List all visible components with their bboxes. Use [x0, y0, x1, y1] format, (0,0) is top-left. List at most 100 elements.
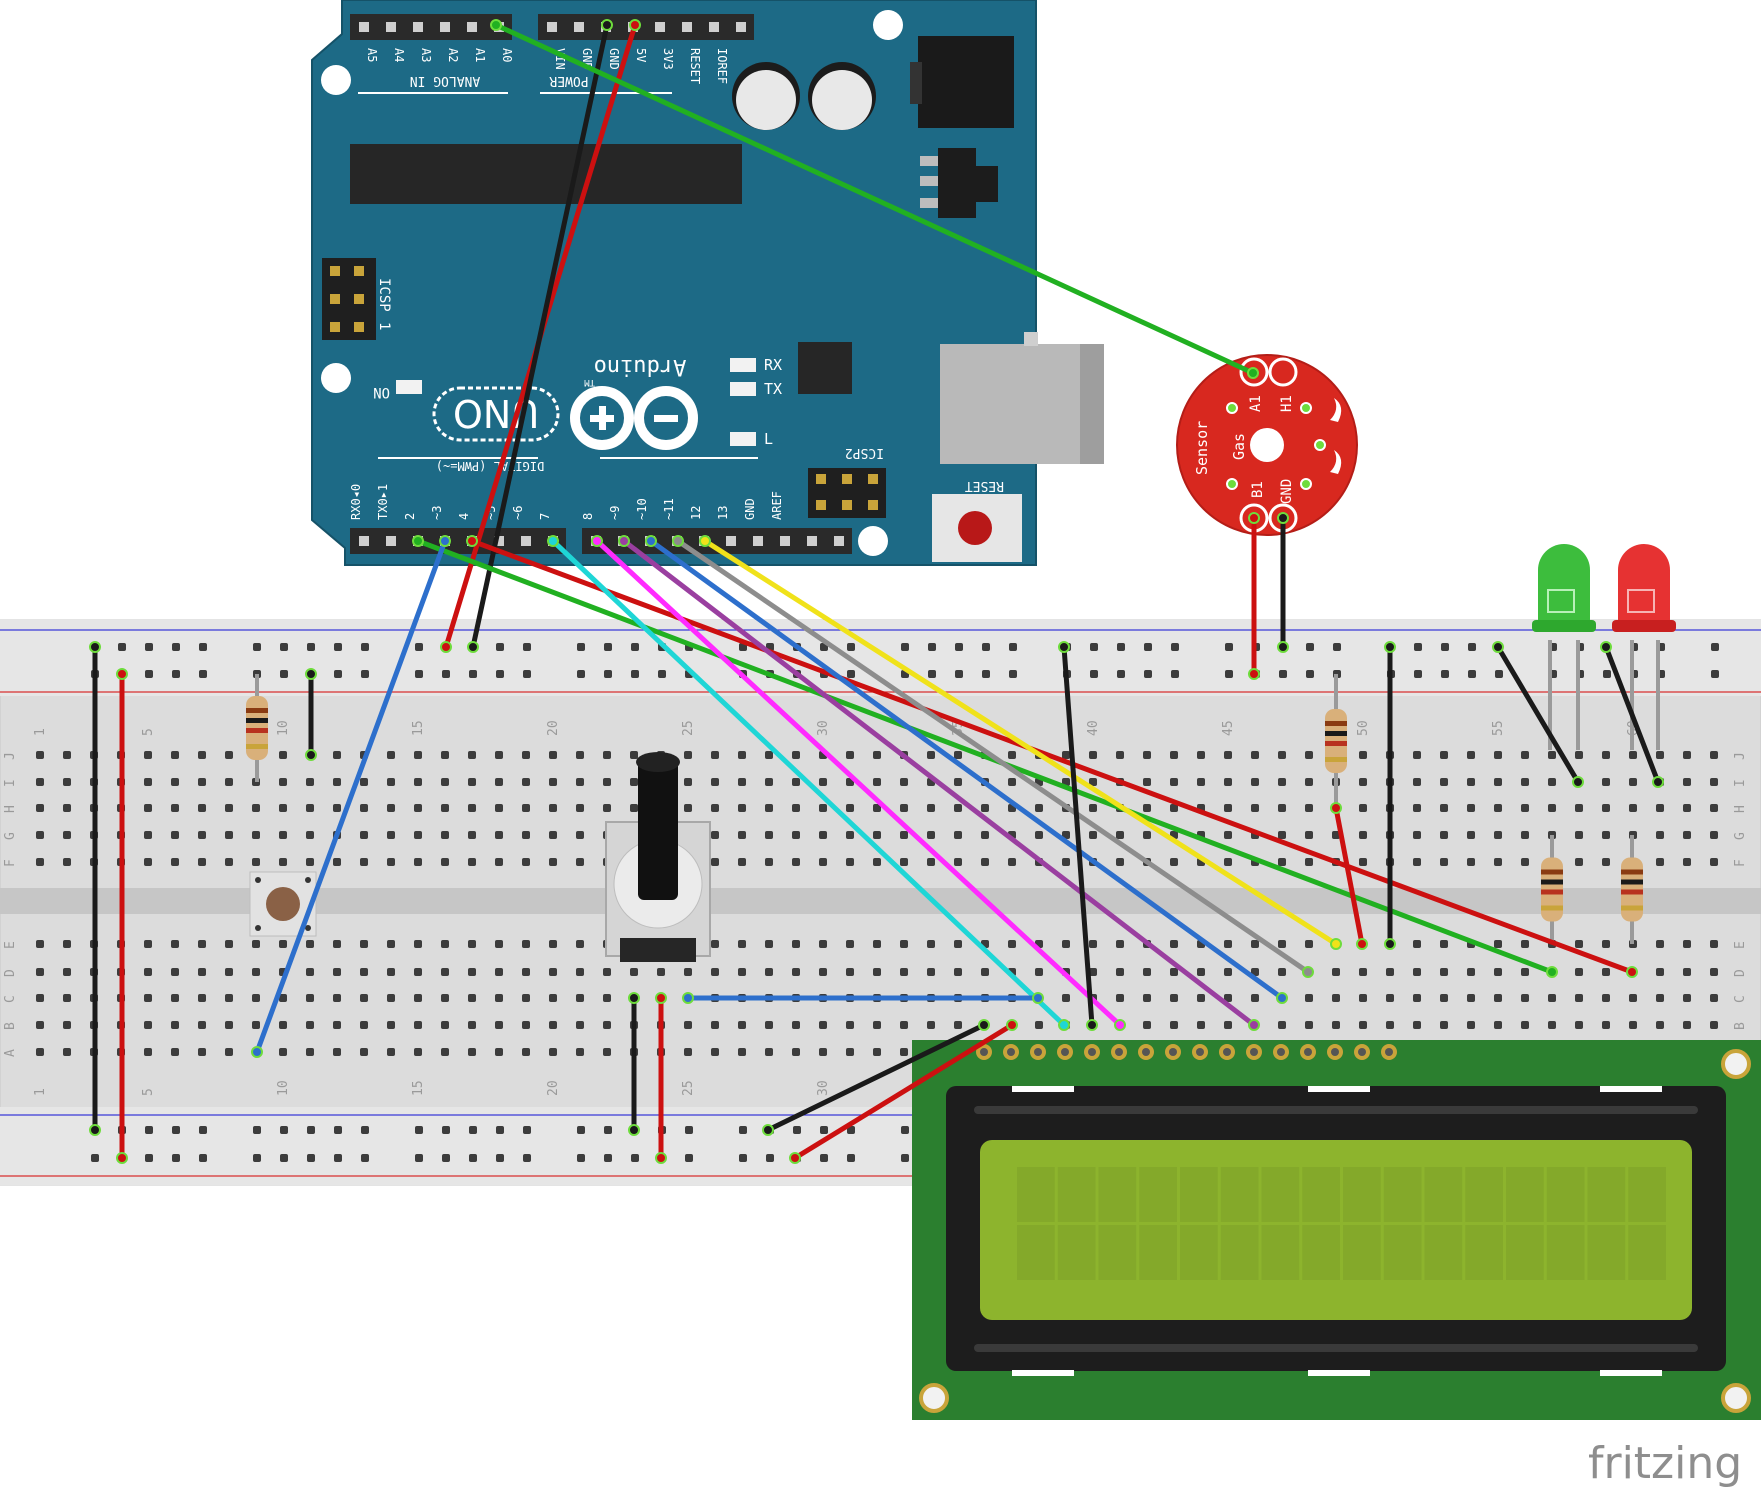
- power-pin-label: RESET: [688, 48, 702, 84]
- breadboard-hole: [468, 751, 476, 759]
- breadboard-hole: [549, 940, 557, 948]
- power-rail-hole: [982, 670, 990, 678]
- breadboard-hole: [144, 1021, 152, 1029]
- breadboard-hole: [684, 1048, 692, 1056]
- breadboard-hole: [549, 994, 557, 1002]
- row-letter: E: [1733, 941, 1748, 949]
- power-rail-hole: [901, 643, 909, 651]
- power-rail-hole: [469, 1126, 477, 1134]
- power-rail-hole: [820, 1126, 828, 1134]
- wire-endpoint: [305, 749, 317, 761]
- row-letter: J: [3, 752, 18, 760]
- breadboard-hole: [954, 831, 962, 839]
- breadboard-hole: [1575, 858, 1583, 866]
- power-pin-label: IOREF: [715, 48, 729, 84]
- breadboard-hole: [468, 831, 476, 839]
- header-pin: [359, 22, 369, 32]
- breadboard-hole: [63, 858, 71, 866]
- breadboard-hole: [846, 1048, 854, 1056]
- power-rail-hole: [847, 643, 855, 651]
- sensor-gas-label: Gas: [1230, 433, 1248, 460]
- wire-endpoint: [1247, 367, 1259, 379]
- breadboard-hole: [144, 994, 152, 1002]
- wire-endpoint: [1248, 512, 1260, 524]
- wire-a0-green: [493, 22, 1256, 376]
- breadboard-hole: [927, 968, 935, 976]
- breadboard-hole: [144, 1048, 152, 1056]
- lcd-character-cell: [1465, 1167, 1503, 1222]
- digital-pin-label: 12: [689, 506, 703, 520]
- breadboard-hole: [1224, 858, 1232, 866]
- wire-endpoint: [1546, 966, 1558, 978]
- breadboard-hole: [495, 1048, 503, 1056]
- power-pin-label: 3V3: [661, 48, 675, 70]
- power-rail-hole: [253, 1154, 261, 1162]
- breadboard-hole: [792, 1021, 800, 1029]
- wire-endpoint: [1058, 641, 1070, 653]
- wire-endpoint: [672, 535, 684, 547]
- breadboard-hole: [414, 831, 422, 839]
- column-number-top: 50: [1356, 720, 1371, 736]
- breadboard-hole: [765, 778, 773, 786]
- breadboard-hole: [1359, 968, 1367, 976]
- lcd-character-cell: [1180, 1167, 1218, 1222]
- breadboard-hole: [792, 831, 800, 839]
- breadboard-hole: [387, 1048, 395, 1056]
- breadboard-hole: [252, 968, 260, 976]
- column-number-bottom: 30: [816, 1080, 831, 1096]
- breadboard-hole: [873, 804, 881, 812]
- breadboard-hole: [198, 968, 206, 976]
- power-rail-hole: [604, 643, 612, 651]
- breadboard-hole: [1629, 994, 1637, 1002]
- lcd-pin-hole: [1358, 1048, 1366, 1056]
- breadboard-hole: [1602, 831, 1610, 839]
- power-rail-hole: [1225, 670, 1233, 678]
- wire-endpoint: [762, 1124, 774, 1136]
- breadboard-hole: [1683, 940, 1691, 948]
- digital-pin-label: ~3: [430, 506, 444, 520]
- breadboard-hole: [1575, 968, 1583, 976]
- breadboard-hole: [1683, 751, 1691, 759]
- wire-endpoint: [1086, 1019, 1098, 1031]
- breadboard-hole: [1494, 831, 1502, 839]
- lcd-pin-hole: [1385, 1048, 1393, 1056]
- breadboard-hole: [1224, 778, 1232, 786]
- lcd-character-cell: [1139, 1225, 1177, 1280]
- column-number-top: 1: [33, 728, 48, 736]
- digital-label: DIGITAL (PWM=~): [436, 459, 544, 473]
- breadboard-hole: [1359, 858, 1367, 866]
- sensor-pin-a1: A1: [1248, 395, 1264, 412]
- pushbutton: [249, 871, 317, 937]
- power-rail-hole: [631, 643, 639, 651]
- breadboard-hole: [954, 751, 962, 759]
- breadboard-hole: [36, 968, 44, 976]
- breadboard-hole: [1494, 858, 1502, 866]
- power-rail-hole: [577, 1126, 585, 1134]
- breadboard-hole: [684, 1021, 692, 1029]
- breadboard-hole: [1197, 968, 1205, 976]
- breadboard-hole: [1305, 778, 1313, 786]
- breadboard-hole: [1521, 831, 1529, 839]
- lcd-pin-hole: [1304, 1048, 1312, 1056]
- breadboard-hole: [1440, 1021, 1448, 1029]
- breadboard-hole: [495, 994, 503, 1002]
- wire-endpoint: [1356, 938, 1368, 950]
- breadboard-hole: [738, 831, 746, 839]
- breadboard-hole: [603, 1021, 611, 1029]
- atmega-chip: [350, 144, 742, 204]
- wire-d12-yellow: [702, 538, 1339, 947]
- header-pin: [386, 22, 396, 32]
- breadboard-hole: [279, 940, 287, 948]
- power-rail-hole: [1117, 670, 1125, 678]
- wire-d7-cyan: [550, 538, 1067, 1028]
- wire-d10-blue: [648, 538, 1285, 1001]
- breadboard-hole: [1197, 751, 1205, 759]
- breadboard-hole: [171, 1048, 179, 1056]
- breadboard-hole: [225, 858, 233, 866]
- breadboard-hole: [522, 940, 530, 948]
- power-rail-hole: [307, 1154, 315, 1162]
- power-rail-hole: [766, 1154, 774, 1162]
- power-rail-hole: [604, 1154, 612, 1162]
- power-rail-hole: [118, 643, 126, 651]
